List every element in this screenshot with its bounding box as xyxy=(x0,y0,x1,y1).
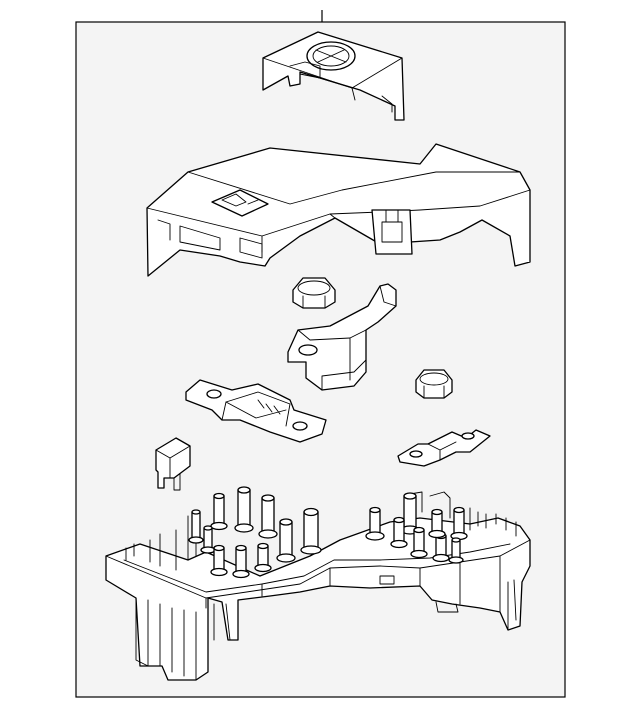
stud-10 xyxy=(254,542,272,573)
stud-6 xyxy=(188,509,204,544)
mega-fuse xyxy=(185,379,327,443)
stud-14 xyxy=(410,526,428,559)
stud-13 xyxy=(390,516,408,549)
stud-5 xyxy=(276,518,296,563)
stud-3 xyxy=(258,494,278,539)
fuse-block-base xyxy=(105,486,531,681)
stud-7 xyxy=(200,525,216,554)
stud-4 xyxy=(300,507,322,555)
cover-cap xyxy=(262,31,405,121)
terminal-bracket xyxy=(287,283,397,391)
stud-2 xyxy=(234,486,254,533)
stud-17 xyxy=(448,537,464,564)
stud-18 xyxy=(428,508,446,539)
terminal-nut-left xyxy=(292,277,336,309)
relay xyxy=(155,437,191,491)
stud-8 xyxy=(210,544,228,577)
top-cover xyxy=(146,143,531,277)
stud-1 xyxy=(210,492,228,531)
terminal-nut-right xyxy=(415,369,453,399)
small-fuse-link xyxy=(397,429,491,467)
stud-11 xyxy=(365,506,385,541)
stud-9 xyxy=(232,544,250,579)
stud-16 xyxy=(450,506,468,541)
